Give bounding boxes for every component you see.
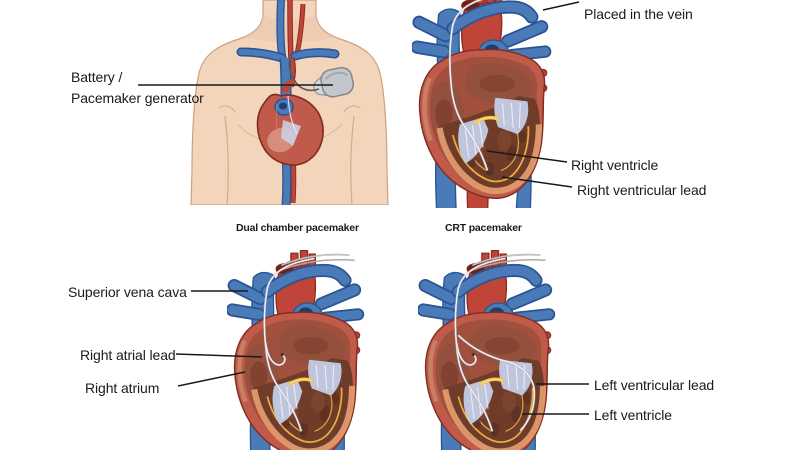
pacemaker-lead-label-line1: Pacemaker lead <box>584 0 693 4</box>
right-ventricular-lead-label: Right ventricular lead <box>577 182 707 198</box>
battery-generator-label-line1: Battery / <box>71 69 123 85</box>
torso-heart <box>256 80 324 166</box>
battery-generator-label: Battery / Pacemaker generator <box>71 67 204 109</box>
dual-chamber-pacemaker-caption: Dual chamber pacemaker <box>236 222 359 234</box>
right-atrium-label: Right atrium <box>85 380 160 396</box>
pacemaker-lead-label-line2: Placed in the vein <box>584 6 693 22</box>
pacemaker-lead-label: Pacemaker lead Placed in the vein <box>584 0 693 25</box>
torso-illustration <box>190 0 389 205</box>
pacemaker-device <box>313 66 355 98</box>
superior-vena-cava-label: Superior vena cava <box>68 284 187 300</box>
left-ventricular-lead-label: Left ventricular lead <box>594 377 715 393</box>
right-ventricle-label: Right ventricle <box>571 157 659 173</box>
crt-pacemaker-caption: CRT pacemaker <box>445 222 522 234</box>
device-lead-wire <box>288 61 320 92</box>
crt-heart-illustration <box>418 248 558 450</box>
torso-vessels <box>236 0 340 205</box>
dual-chamber-heart-illustration <box>227 248 367 450</box>
right-atrial-lead-label: Right atrial lead <box>80 347 176 363</box>
single-chamber-heart-illustration <box>412 0 554 208</box>
battery-generator-label-line2: Pacemaker generator <box>71 90 204 106</box>
left-ventricle-label: Left ventricle <box>594 407 672 423</box>
